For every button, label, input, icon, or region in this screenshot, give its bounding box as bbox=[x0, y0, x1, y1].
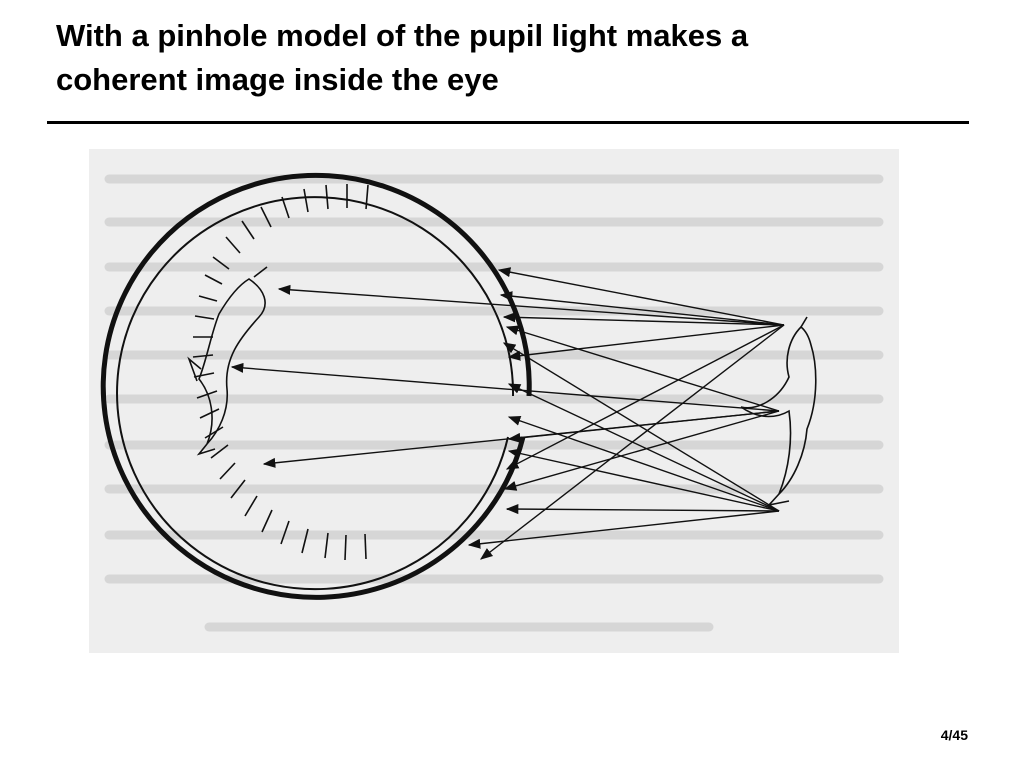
slide-title: With a pinhole model of the pupil light … bbox=[56, 14, 976, 102]
pinhole-eye-diagram bbox=[100, 172, 884, 632]
title-line-1: With a pinhole model of the pupil light … bbox=[56, 18, 749, 53]
page-number: 4/45 bbox=[940, 727, 968, 743]
pinhole-eye-figure bbox=[89, 149, 899, 653]
light-rays bbox=[230, 267, 785, 560]
background-text-lines bbox=[104, 174, 884, 632]
retina-receptors bbox=[192, 184, 369, 561]
retina-dolphin-image bbox=[187, 266, 268, 456]
title-line-2: coherent image inside the eye bbox=[56, 62, 499, 97]
eye-wall bbox=[100, 172, 532, 600]
title-divider bbox=[47, 121, 969, 124]
